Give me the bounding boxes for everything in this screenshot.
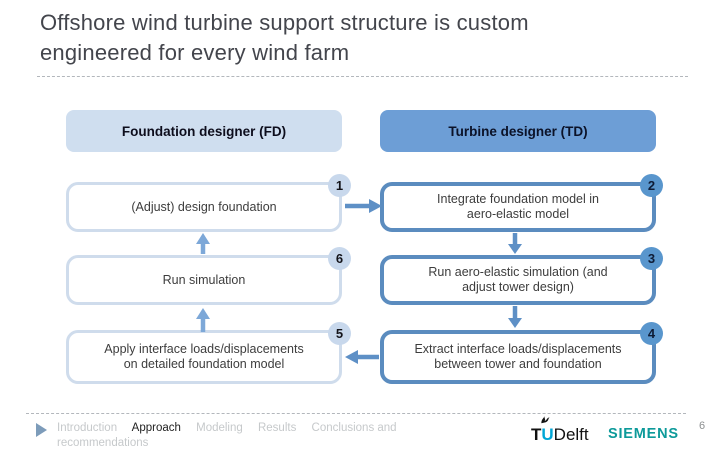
nav-item-approach: Approach (131, 422, 181, 434)
flow-box-label: Extract interface loads/displacements be… (414, 342, 622, 371)
flow-box-apply-interface-loads: Apply interface loads/displacements on d… (66, 322, 351, 384)
column-header-foundation-designer: Foundation designer (FD) (66, 110, 342, 152)
footer-divider (26, 413, 686, 414)
flow-box-integrate-foundation-model: Integrate foundation model in aero-elast… (380, 174, 663, 232)
arrow-down-icon (508, 233, 522, 254)
step-badge-6: 6 (328, 247, 351, 270)
step-badge-1: 1 (328, 174, 351, 197)
arrow-left-icon (345, 350, 379, 364)
flow-box-label: Run aero-elastic simulation (and adjust … (428, 265, 608, 294)
arrow-up-icon (196, 308, 210, 332)
step-badge-3: 3 (640, 247, 663, 270)
siemens-logo: SIEMENS (608, 426, 679, 442)
flow-box-label: (Adjust) design foundation (131, 199, 277, 214)
flow-box-label: Apply interface loads/displacements on d… (104, 342, 304, 371)
arrow-up-icon (196, 233, 210, 254)
nav-item-introduction: Introduction (57, 422, 118, 434)
tudelft-logo: TUDelft (531, 416, 607, 447)
tudelft-delft: Delft (553, 425, 589, 444)
tudelft-wordmark: TUDelft (531, 425, 589, 445)
step-badge-5: 5 (328, 322, 351, 345)
step-badge-4: 4 (640, 322, 663, 345)
flow-box-extract-interface-loads: Extract interface loads/displacements be… (380, 322, 663, 384)
column-header-turbine-designer: Turbine designer (TD) (380, 110, 656, 152)
nav-item-conclusions: Conclusions and recommendations (57, 422, 397, 449)
arrow-right-icon (345, 199, 382, 213)
flow-box-label: Run simulation (162, 272, 246, 287)
page-title-line1: Offshore wind turbine support structure … (40, 10, 529, 35)
flow-box-label: Integrate foundation model in aero-elast… (437, 192, 599, 221)
flow-box-run-aeroelastic-simulation: Run aero-elastic simulation (and adjust … (380, 247, 663, 305)
flow-box-run-simulation: Run simulation 6 (66, 247, 351, 305)
page-number: 6 (699, 420, 706, 432)
page-title-line2: engineered for every wind farm (40, 40, 350, 65)
footer-nav-arrow-icon (36, 423, 47, 437)
flame-icon (541, 416, 550, 424)
tudelft-u: U (541, 425, 554, 444)
page-title: Offshore wind turbine support structure … (40, 8, 700, 68)
nav-item-results: Results (257, 422, 297, 434)
flow-box-adjust-design-foundation: (Adjust) design foundation 1 (66, 174, 351, 232)
step-badge-2: 2 (640, 174, 663, 197)
footer-nav: Introduction Approach Modeling Results C… (57, 421, 429, 450)
arrow-down-icon (508, 306, 522, 328)
title-divider (37, 76, 688, 77)
tudelft-t: T (531, 425, 542, 444)
nav-item-modeling: Modeling (196, 422, 243, 434)
